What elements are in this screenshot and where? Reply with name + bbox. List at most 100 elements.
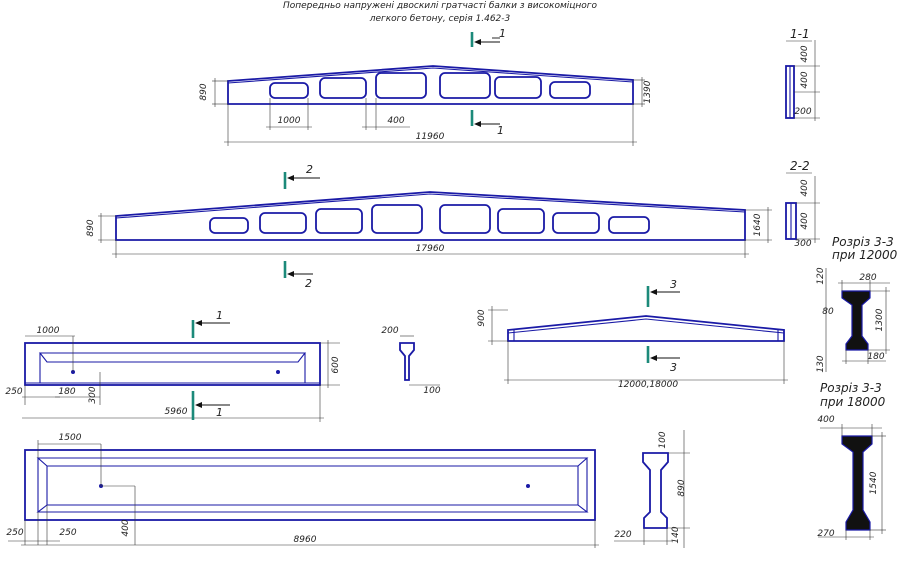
sheet-title-line1: Попередньо напружені двоскилі гратчасті … bbox=[283, 1, 598, 11]
beam-18m-opening bbox=[209, 217, 249, 234]
beam-12m-length-dim: 11960 bbox=[416, 132, 445, 142]
beam-12m-opening bbox=[494, 76, 542, 99]
section-1-1-dim3: 200 bbox=[794, 107, 811, 117]
section-3-3a-top-flange: 120 bbox=[816, 267, 826, 284]
slab-9m: 1500 400 250 250 8960 bbox=[6, 433, 599, 548]
slab-6m-section-profile bbox=[399, 342, 415, 381]
slab-6m-lifting-loop bbox=[276, 370, 280, 374]
slab-6m-section: 200 100 bbox=[381, 326, 440, 396]
slab-6m-section-top: 200 bbox=[381, 326, 398, 336]
beam-18m-opening bbox=[259, 212, 307, 234]
beam-18m-cut-label-bottom: 2 bbox=[305, 277, 312, 290]
beam-18m-opening bbox=[439, 204, 491, 234]
beam-18m-cut-label-top: 2 bbox=[306, 163, 313, 176]
beam-12m-cut-label-top: 1 bbox=[499, 27, 506, 40]
beam-18m-opening bbox=[315, 208, 363, 234]
truss-small: 900 12000,18000 3 3 bbox=[477, 278, 788, 390]
section-3-3a-top-width: 280 bbox=[859, 273, 876, 283]
beam-18m-opening bbox=[552, 212, 600, 234]
section-3-3b-profile bbox=[841, 435, 873, 531]
slab-6m-section-bottom: 100 bbox=[423, 386, 440, 396]
beam-12m-outline bbox=[227, 65, 634, 105]
truss-small-outline bbox=[507, 315, 785, 342]
section-3-3a-height: 1300 bbox=[875, 308, 885, 331]
slab-9m-section-top: 100 bbox=[658, 431, 668, 448]
section-3-3b-title1: Розріз 3-3 bbox=[820, 381, 882, 395]
truss-small-cut-label-bottom: 3 bbox=[670, 361, 677, 374]
slab-9m-400-dim: 400 bbox=[121, 519, 131, 536]
beam-12m-opening bbox=[439, 72, 491, 99]
slab-6m-height-dim: 600 bbox=[331, 356, 341, 373]
slab-6m-180-dim: 180 bbox=[58, 387, 75, 397]
section-3-3-12000: Розріз 3-3 при 12000 280 120 80 1300 130… bbox=[816, 235, 898, 373]
beam-18m-top-chord bbox=[115, 193, 746, 219]
beam-18m-opening bbox=[608, 216, 650, 234]
beam-12m-right-height: 1390 bbox=[643, 80, 653, 103]
section-2-2-dim2: 400 bbox=[800, 212, 810, 229]
beam-12m-top-chord bbox=[227, 67, 634, 84]
truss-small-cut-label-top: 3 bbox=[670, 278, 677, 291]
section-2-2-title: 2-2 bbox=[790, 159, 810, 173]
beam-18m-outline bbox=[115, 191, 746, 241]
section-3-3a-web: 80 bbox=[822, 307, 834, 317]
section-3-3a-profile bbox=[841, 290, 871, 351]
beam-12m-cut-label-bottom: 1 bbox=[497, 124, 504, 137]
beam-18m-opening bbox=[497, 208, 545, 234]
beam-18m-opening bbox=[371, 204, 423, 234]
slab-9m-section-profile bbox=[642, 452, 669, 529]
section-2-2-dim3: 300 bbox=[794, 239, 811, 249]
section-1-1-dim1: 400 bbox=[800, 45, 810, 62]
slab-9m-outline bbox=[24, 449, 596, 521]
beam-18m-left-height: 890 bbox=[86, 219, 96, 236]
slab-9m-section: 100 890 140 220 bbox=[614, 430, 690, 548]
beam-12m-opening bbox=[549, 81, 591, 99]
section-3-3a-title1: Розріз 3-3 bbox=[832, 235, 894, 249]
section-2-2: 2-2 400 400 300 bbox=[785, 159, 820, 249]
slab-9m-section-bottom: 220 bbox=[614, 530, 631, 540]
section-3-3a-title2: при 12000 bbox=[832, 248, 898, 262]
section-3-3b-title2: при 18000 bbox=[820, 395, 886, 409]
slab-9m-rib-dim: 1500 bbox=[59, 433, 82, 443]
beam-18m-right-height: 1640 bbox=[753, 213, 763, 236]
section-3-3-18000: Розріз 3-3 при 18000 400 1540 270 bbox=[817, 381, 886, 540]
slab-9m-lifting-loop bbox=[526, 484, 530, 488]
section-1-1-dim2: 400 bbox=[800, 71, 810, 88]
slab-6m-cut-label-top: 1 bbox=[216, 309, 223, 322]
section-1-1-title: 1-1 bbox=[790, 27, 810, 41]
slab-6m-cut-label-bottom: 1 bbox=[216, 406, 223, 419]
section-3-3b-height: 1540 bbox=[869, 471, 879, 494]
beam-12m-opening bbox=[375, 72, 427, 99]
beam-12m: 890 1390 1000 400 11960 1 1 bbox=[199, 27, 653, 146]
slab-9m-section-height: 890 bbox=[677, 479, 687, 496]
section-3-3a-bottom-width: 180 bbox=[867, 352, 884, 362]
beam-12m-gap-dim: 400 bbox=[387, 116, 404, 126]
slab-9m-edge-inner: 250 bbox=[59, 528, 76, 538]
slab-9m-section-bottom-h: 140 bbox=[671, 526, 681, 543]
slab-9m-bottom-chamfer bbox=[36, 504, 589, 513]
slab-9m-edge-left: 250 bbox=[6, 528, 23, 538]
slab-6m-outline bbox=[24, 342, 321, 386]
section-3-3b-bottom-width: 270 bbox=[817, 529, 834, 539]
section-1-1: 1-1 400 400 200 bbox=[785, 27, 820, 121]
truss-small-top-chord bbox=[507, 318, 785, 334]
truss-small-length-dim: 12000,18000 bbox=[618, 380, 678, 390]
section-3-3b-top-width: 400 bbox=[817, 415, 834, 425]
slab-6m-300-dim: 300 bbox=[88, 386, 98, 403]
slab-9m-length-dim: 8960 bbox=[294, 535, 317, 545]
slab-6m-length-dim: 5960 bbox=[165, 407, 188, 417]
slab-9m-top-chamfer bbox=[36, 457, 589, 467]
slab-6m-top-chamfer bbox=[38, 352, 307, 363]
truss-small-height-dim: 900 bbox=[477, 309, 487, 326]
beam-12m-panel-dim: 1000 bbox=[278, 116, 301, 126]
section-3-3a-bottom-flange: 130 bbox=[816, 355, 826, 372]
beam-18m: 890 1640 17960 2 2 bbox=[86, 163, 772, 290]
slab-6m: 1000 250 180 300 600 5960 1 1 bbox=[5, 309, 341, 422]
beam-12m-left-height: 890 bbox=[199, 83, 209, 100]
beam-12m-opening bbox=[269, 82, 309, 99]
beam-12m-opening bbox=[319, 77, 367, 99]
slab-6m-rib-dim: 1000 bbox=[37, 326, 60, 336]
section-2-2-dim1: 400 bbox=[800, 179, 810, 196]
beam-18m-length-dim: 17960 bbox=[416, 244, 445, 254]
slab-6m-edge-dim: 250 bbox=[5, 387, 22, 397]
